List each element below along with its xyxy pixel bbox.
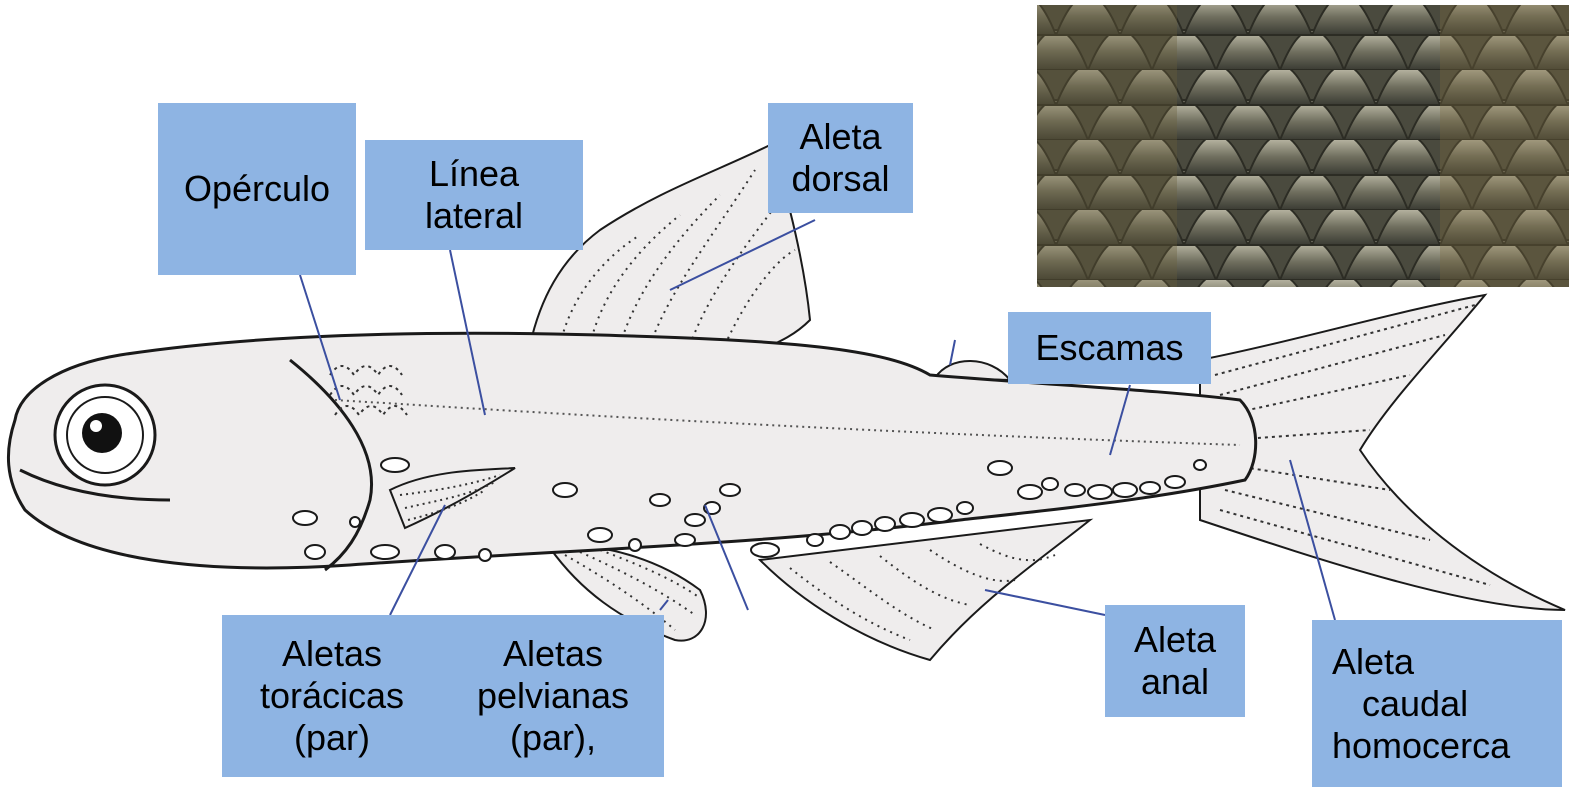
- label-operculo: Opérculo: [158, 103, 356, 275]
- label-aleta-caudal: Aleta caudal homocerca: [1312, 620, 1562, 787]
- label-linea-lateral: Línea lateral: [365, 140, 583, 250]
- label-aletas-pelvianas: Aletas pelvianas (par),: [442, 615, 664, 777]
- label-aletas-toracicas: Aletas torácicas (par): [222, 615, 442, 777]
- label-aleta-anal: Aleta anal: [1105, 605, 1245, 717]
- label-aleta-dorsal: Aleta dorsal: [768, 103, 913, 213]
- scales-photo: [1037, 5, 1569, 287]
- label-escamas: Escamas: [1008, 312, 1211, 384]
